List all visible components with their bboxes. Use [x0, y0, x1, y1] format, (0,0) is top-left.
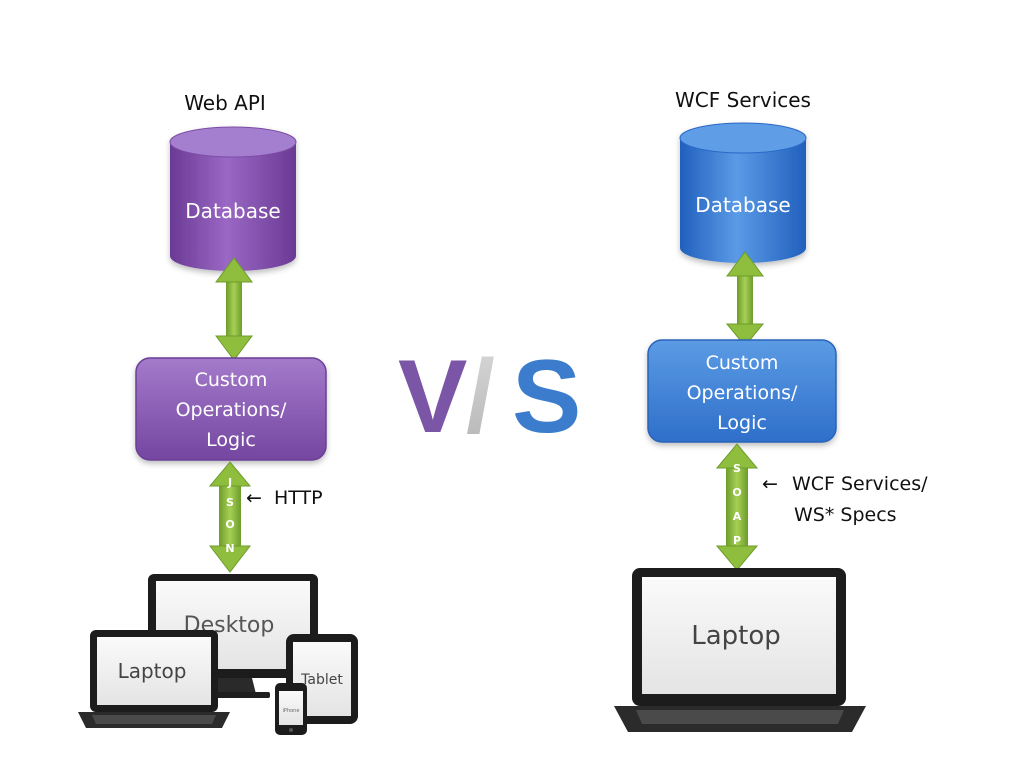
- wcf-database-label: Database: [695, 193, 790, 217]
- wcf-protocol-line-2: WS* Specs: [794, 504, 897, 526]
- web-api-logic-line-2: Operations/: [176, 399, 287, 421]
- web-api-logic-box: [135, 357, 327, 461]
- soap-arrow: [715, 443, 759, 571]
- small-laptop-device: [78, 630, 230, 728]
- web-api-database-label: Database: [185, 199, 280, 223]
- tablet-label: Tablet: [300, 672, 343, 688]
- web-api-database: [169, 126, 297, 271]
- wcf-logic-line-2: Operations/: [687, 382, 798, 404]
- wcf-protocol-text-1: WCF Services/: [792, 473, 928, 495]
- phone-label: iPhone: [283, 708, 300, 714]
- soap-letter-2: O: [732, 486, 741, 499]
- wcf-logic-line-1: Custom: [706, 352, 779, 374]
- json-letter-1: J: [227, 476, 232, 489]
- json-letter-4: N: [225, 542, 234, 555]
- web-api-section: Web API Database Custom Operations/ Logi…: [78, 91, 358, 735]
- web-api-logic-line-1: Custom: [195, 369, 268, 391]
- wcf-db-arrow: [725, 251, 765, 347]
- json-letter-3: O: [225, 518, 234, 531]
- big-laptop-label: Laptop: [691, 621, 781, 651]
- small-laptop-label: Laptop: [118, 659, 187, 683]
- http-protocol: HTTP: [274, 487, 323, 509]
- soap-letter-3: A: [733, 510, 742, 523]
- vs-slash: /: [466, 339, 495, 455]
- wcf-database: [679, 122, 807, 263]
- web-api-title: Web API: [184, 91, 266, 115]
- wcf-protocol-line-1: ← WCF Services/: [762, 473, 928, 495]
- http-arrow-prefix: ←: [246, 487, 262, 509]
- wcf-logic-box: [647, 339, 837, 443]
- http-label: ← HTTP: [246, 487, 323, 509]
- vs-v-letter: V: [398, 339, 467, 455]
- soap-letter-4: P: [733, 534, 741, 547]
- wcf-arrow-prefix: ←: [762, 473, 778, 495]
- vs-logo: V / S: [398, 339, 581, 455]
- phone-device: [275, 683, 307, 735]
- wcf-section: WCF Services Database Custom Operations/…: [614, 88, 928, 732]
- json-letter-2: S: [226, 496, 234, 509]
- soap-letter-1: S: [733, 462, 741, 475]
- big-laptop-device: [614, 568, 866, 732]
- vs-s-letter: S: [512, 339, 581, 455]
- wcf-title: WCF Services: [675, 88, 811, 112]
- wcf-logic-line-3: Logic: [717, 412, 767, 434]
- json-arrow: [208, 461, 252, 573]
- web-api-logic-line-3: Logic: [206, 429, 256, 451]
- web-api-db-arrow: [215, 257, 253, 361]
